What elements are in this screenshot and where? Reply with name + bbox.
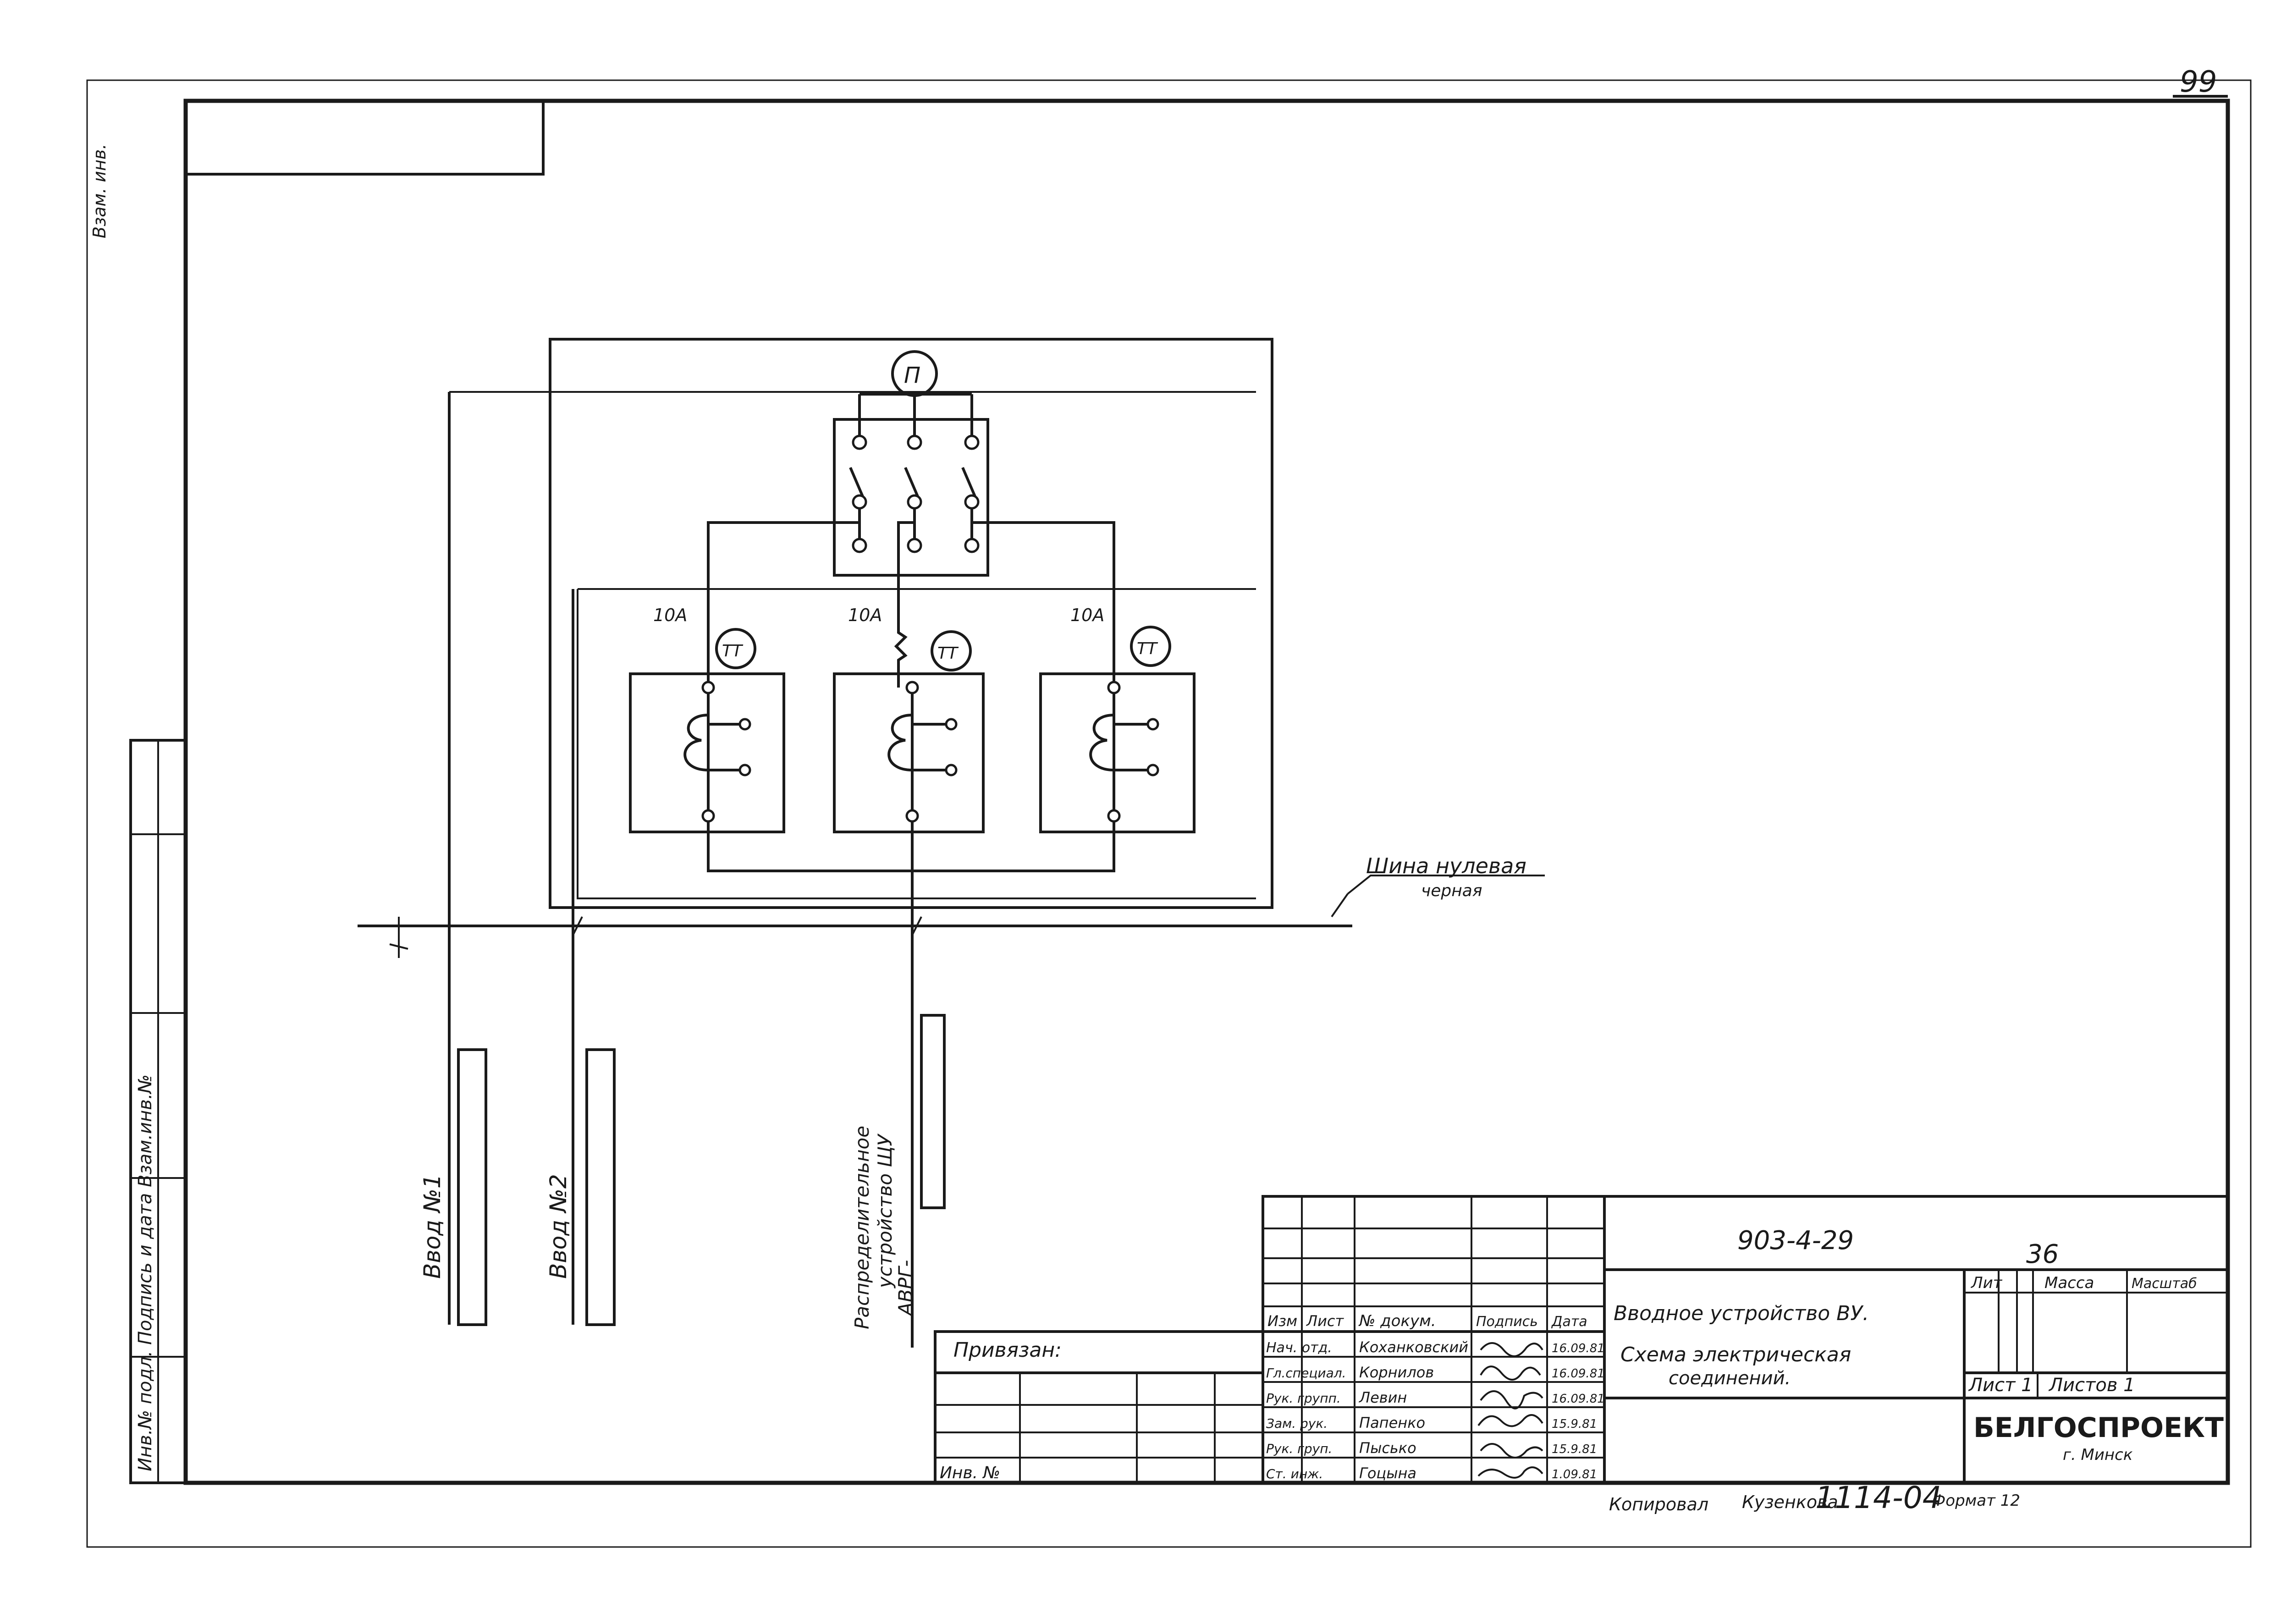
designation: 903-4-29 bbox=[1737, 1226, 1854, 1255]
row-name-2: Корнилов bbox=[1359, 1364, 1434, 1381]
bus-label-1: Шина нулевая bbox=[1366, 853, 1526, 878]
row-role-4: Зам. рук. bbox=[1266, 1416, 1328, 1431]
feeder-label-1: Ввод №1 bbox=[419, 1174, 446, 1279]
row-date-6: 1.09.81 bbox=[1552, 1468, 1597, 1481]
schematic: П 10А 10А 10А bbox=[358, 338, 1545, 1348]
row-date-3: 16.09.81 bbox=[1552, 1392, 1605, 1406]
sheets-total: Листов 1 bbox=[2048, 1375, 2135, 1396]
title-line-2: Схема электрическая bbox=[1620, 1343, 1851, 1366]
page-number: 36 bbox=[2026, 1239, 2059, 1269]
org-name: БЕЛГОСПРОЕКТ bbox=[1973, 1412, 2224, 1444]
sheet-number: 99 bbox=[2180, 65, 2217, 99]
left-strip: Инв.№ подл. Подпись и дата Взам.инв.№ bbox=[129, 739, 187, 1484]
ct-label-1: ТТ bbox=[722, 642, 744, 661]
copier-name: Кузенкова bbox=[1742, 1492, 1838, 1512]
row-name-5: Пысько bbox=[1359, 1439, 1416, 1457]
row-name-4: Папенко bbox=[1359, 1414, 1425, 1431]
ct-symbol-2 bbox=[931, 630, 972, 672]
col-scale: Масштаб bbox=[2132, 1276, 2197, 1292]
sheet-label: Лист 1 bbox=[1968, 1375, 2033, 1396]
col-mass: Масса bbox=[2044, 1274, 2094, 1292]
format-label: Формат 12 bbox=[1932, 1492, 2020, 1510]
bus-label-2: черная bbox=[1421, 881, 1482, 900]
title-block: Изм Лист № докум. Подпись Дата Нач. отд.… bbox=[934, 1195, 2229, 1484]
header-izm: Изм bbox=[1267, 1312, 1297, 1330]
ct-current-2: 10А bbox=[848, 605, 882, 625]
bound-label: Привязан: bbox=[953, 1338, 1062, 1362]
row-role-5: Рук. груп. bbox=[1266, 1441, 1332, 1456]
drawing-frame bbox=[183, 99, 2230, 1485]
feeder-label-2: Ввод №2 bbox=[545, 1174, 572, 1279]
ct-box-3 bbox=[1039, 672, 1196, 833]
row-role-6: Ст. инж. bbox=[1266, 1466, 1323, 1481]
title-line-1: Вводное устройство ВУ. bbox=[1614, 1302, 1869, 1325]
row-role-1: Нач. отд. bbox=[1266, 1340, 1332, 1356]
dist-cable bbox=[920, 1014, 946, 1209]
order-number: 1114-04 bbox=[1815, 1480, 1942, 1515]
switch-box bbox=[833, 418, 989, 577]
feeder-cable-2 bbox=[585, 1048, 616, 1326]
left-strip-label: Инв.№ подл. Подпись и дата Взам.инв.№ bbox=[135, 1074, 156, 1471]
outer-trim bbox=[86, 79, 2252, 1548]
side-stamp-text: Взам. инв. bbox=[89, 144, 110, 238]
top-left-stamp-box bbox=[184, 99, 545, 176]
feeder-cable-1 bbox=[457, 1048, 487, 1326]
header-date: Дата bbox=[1551, 1314, 1587, 1330]
inv-label: Инв. № bbox=[940, 1464, 1000, 1482]
ct-symbol-1 bbox=[715, 628, 756, 669]
row-name-3: Левин bbox=[1359, 1389, 1407, 1406]
row-name-6: Гоцына bbox=[1359, 1464, 1416, 1482]
cable-label: АВРГ- bbox=[894, 1260, 917, 1317]
title-line-3: соединений. bbox=[1669, 1368, 1791, 1389]
ct-label-2: ТТ bbox=[937, 644, 959, 663]
row-date-4: 15.9.81 bbox=[1552, 1417, 1597, 1431]
row-date-5: 15.9.81 bbox=[1552, 1442, 1597, 1456]
ct-label-3: ТТ bbox=[1137, 639, 1158, 658]
row-role-2: Гл.специал. bbox=[1266, 1365, 1346, 1381]
org-city: г. Минск bbox=[2063, 1446, 2133, 1464]
copied-label: Копировал bbox=[1609, 1494, 1708, 1514]
dist-label-2: устройство ЩУ bbox=[874, 1134, 896, 1289]
header-list: Лист bbox=[1306, 1312, 1344, 1330]
ct-symbol-3 bbox=[1130, 626, 1171, 667]
ct-current-3: 10А bbox=[1070, 605, 1104, 625]
enclosure-inner bbox=[577, 588, 1256, 899]
col-stage: Лит bbox=[1970, 1274, 2003, 1292]
header-sign: Подпись bbox=[1476, 1314, 1538, 1330]
header-doc: № докум. bbox=[1358, 1312, 1436, 1330]
row-date-1: 16.09.81 bbox=[1552, 1342, 1605, 1355]
row-role-3: Рук. групп. bbox=[1266, 1391, 1341, 1406]
meter-label: П bbox=[904, 363, 920, 388]
row-date-2: 16.09.81 bbox=[1552, 1367, 1605, 1381]
ct-box-2 bbox=[833, 672, 985, 833]
row-name-1: Коханковский bbox=[1359, 1338, 1468, 1356]
ct-current-1: 10А bbox=[653, 605, 687, 625]
dist-label-1: Распределительное bbox=[851, 1126, 873, 1329]
